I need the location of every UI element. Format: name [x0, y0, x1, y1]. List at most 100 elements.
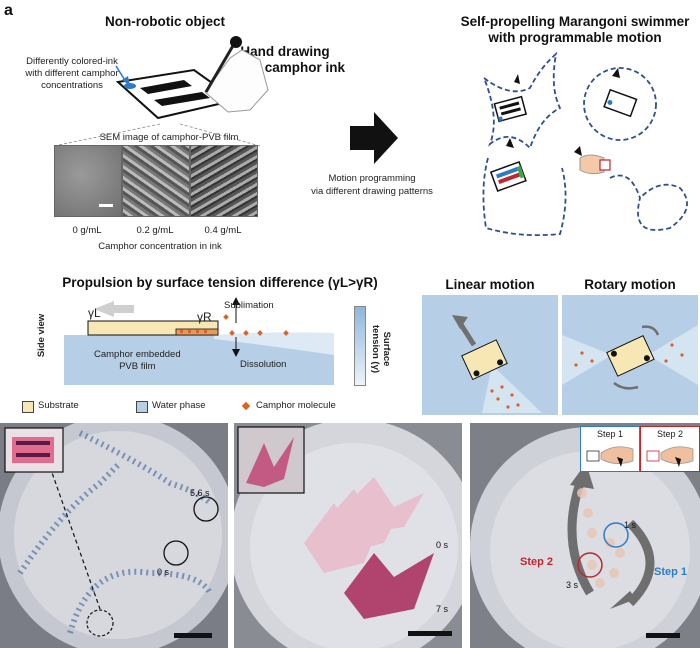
step1-arrow-head-icon: [610, 591, 636, 609]
step1-inset-drawing: [586, 446, 634, 467]
step1-inset: Step 1: [580, 426, 640, 472]
direction-arrow-icon-4: [574, 146, 582, 156]
panel-b-time-start: 0 s: [157, 567, 170, 577]
scale-bar-c: [408, 631, 452, 636]
rotary-motion-title: Rotary motion: [584, 277, 676, 292]
swimmer-paths-illustration: [482, 51, 688, 237]
direction-arrow-icon-3: [506, 138, 514, 148]
scale-bar: [99, 204, 113, 207]
programming-text: Motion programming via different drawing…: [292, 172, 452, 198]
panel-d-time-3: 3 s: [566, 580, 579, 590]
hand-drawing-line1: Hand drawing: [240, 44, 330, 59]
ink-note-line1: Differently colored-ink: [26, 56, 118, 67]
panel-b-scene: [0, 423, 228, 648]
swimmer-title: Self-propelling Marangoni swimmer with p…: [450, 14, 700, 46]
end-marker: [193, 496, 219, 522]
scale-bar-b: [174, 633, 212, 638]
sem-zoom-lines: [53, 123, 261, 147]
ink-note-line2: with different camphor: [25, 68, 119, 79]
panel-c-photo: [234, 423, 462, 648]
linear-arrow-icon: [452, 315, 468, 329]
scale-bar-d: [646, 633, 680, 638]
dissolution-arrow-icon: [232, 349, 240, 357]
ink-note: Differently colored-ink with different c…: [2, 56, 142, 92]
step2-inset: Step 2: [640, 426, 700, 472]
swimmer-title-line2: with programmable motion: [488, 30, 662, 45]
pen: [204, 43, 236, 93]
swimmer-2: [603, 88, 638, 118]
legend-camphor-icon: [241, 401, 251, 411]
ink-arrow-head-icon: [122, 76, 130, 86]
panel-d-photo: Step 1 Step 2: [470, 423, 700, 648]
film-label: Camphor embedded PVB film: [94, 349, 181, 373]
sem-title: SEM image of camphor-PVB film: [99, 132, 239, 143]
surface-tension-gradient: [354, 306, 366, 386]
square-path: [482, 157, 567, 237]
direction-arrow-icon-1: [514, 74, 520, 84]
gamma-r-label: γR: [197, 310, 212, 324]
rotary-arrow-bottom-icon: [613, 381, 639, 390]
swimmer-title-line1: Self-propelling Marangoni swimmer: [460, 14, 690, 29]
motion-left-arrow-icon: [94, 301, 134, 317]
linear-motion-box: [422, 295, 558, 415]
step2-position-marker: [577, 552, 603, 578]
star-path: [483, 51, 562, 150]
rotary-motion-diagram: [562, 325, 698, 390]
sem-label-2: 0.4 g/mL: [204, 225, 242, 236]
linear-motion-title: Linear motion: [445, 277, 535, 292]
pen-cap-icon: [230, 36, 242, 48]
trajectory-left: [17, 460, 123, 575]
step1-inset-label: Step 1: [596, 429, 624, 439]
legend-water-swatch: [136, 401, 148, 413]
ink-note-line3: concentrations: [41, 80, 103, 91]
hand-outline: [204, 49, 269, 113]
legend-camphor: Camphor molecule: [256, 400, 336, 411]
swimmer-4: [579, 154, 611, 175]
direction-arrow-icon-2: [612, 68, 620, 78]
swimmer-3: [489, 160, 527, 192]
film-label-line2: PVB film: [119, 361, 156, 372]
rotary-arrow-top-icon: [641, 325, 660, 336]
start-marker: [163, 540, 189, 566]
loop-path-top: [583, 67, 657, 141]
side-view-label: Side view: [36, 313, 48, 358]
programming-line1: Motion programming: [328, 173, 416, 184]
step1-position-marker: [603, 522, 629, 548]
sublimation-label: Sublimation: [224, 300, 274, 311]
step1-arrow: [626, 519, 655, 607]
panel-d-step2-label: Step 2: [520, 556, 554, 568]
rotary-motion-box: [562, 295, 698, 415]
panel-d-scene: [470, 427, 700, 648]
panel-b-photo: [0, 423, 228, 648]
sem-image-0: [54, 145, 122, 217]
sem-image-1: [122, 145, 190, 217]
legend-substrate: Substrate: [38, 400, 79, 411]
surface-tension-line1: Surface: [381, 331, 392, 367]
step2-inset-drawing: [646, 446, 694, 467]
non-robotic-title: Non-robotic object: [105, 14, 225, 29]
sem-label-1: 0.2 g/mL: [136, 225, 174, 236]
gamma-l-label: γL: [88, 306, 101, 320]
sem-image-2: [190, 145, 258, 217]
panel-d-step1-label: Step 1: [654, 566, 688, 578]
concentration-caption: Camphor concentration in ink: [98, 241, 222, 252]
figure-eight-path: [609, 174, 688, 231]
panel-label-a: a: [4, 2, 13, 19]
panel-c-time-end: 7 s: [436, 604, 449, 614]
linear-motion-diagram: [452, 315, 542, 413]
sem-label-0: 0 g/mL: [72, 225, 102, 236]
hand-drawing-illustration: [115, 36, 269, 120]
propulsion-diagram: [64, 297, 334, 385]
step2-inset-label: Step 2: [656, 429, 684, 439]
programming-line2: via different drawing patterns: [311, 186, 433, 197]
surface-tension-label: Surface tension (γ): [370, 314, 392, 384]
panel-b-time-end: 5.6 s: [190, 488, 210, 498]
panel-c-scene: [234, 423, 462, 648]
panel-c-time-start: 0 s: [436, 540, 449, 550]
camphor-plume: [214, 332, 334, 355]
surface-tension-line2: tension (γ): [370, 324, 381, 374]
ink-stripe-top: [140, 80, 192, 94]
legend-water: Water phase: [152, 400, 206, 411]
dissolution-label: Dissolution: [240, 359, 287, 370]
sublimation-arrow-icon: [232, 297, 240, 305]
